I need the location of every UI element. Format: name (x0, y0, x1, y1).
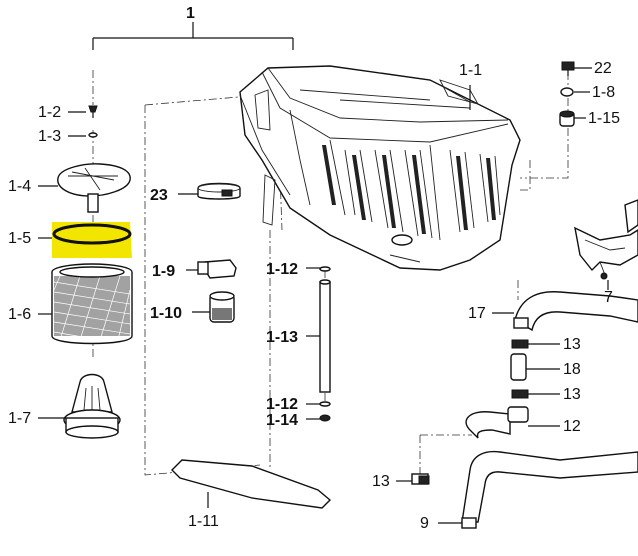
callout-1-12b: 1-12 (266, 396, 298, 413)
sponge-1-11 (171, 459, 332, 509)
callout-1-5: 1-5 (8, 230, 31, 247)
assembly-bracket: 1 (92, 5, 294, 50)
plug-1-10 (209, 291, 235, 323)
callout-1-2: 1-2 (38, 104, 61, 121)
callout-22: 22 (594, 60, 612, 77)
bolt-22 (561, 61, 575, 76)
callout-1-8: 1-8 (592, 84, 615, 101)
callout-13c: 13 (372, 473, 390, 490)
assembly-label: 1 (186, 5, 195, 22)
callout-13a: 13 (563, 336, 581, 353)
callout-1-3: 1-3 (38, 128, 61, 145)
callout-1-10: 1-10 (150, 305, 182, 322)
leader-lines (38, 67, 609, 524)
grommet-1-15 (559, 110, 575, 127)
callout-1-14: 1-14 (266, 412, 298, 429)
callout-1-13: 1-13 (266, 329, 298, 346)
highlight-box (52, 222, 132, 258)
callout-1-12a: 1-12 (266, 261, 298, 278)
callout-9: 9 (420, 515, 429, 532)
collar-1-8 (560, 87, 574, 97)
callout-labels: 1-1 1-2 1-3 1-4 1-5 1-6 1-7 23 1-9 1-10 … (8, 60, 620, 532)
callout-12: 12 (563, 418, 581, 435)
callout-1-15: 1-15 (588, 110, 620, 127)
washer-1-3 (88, 132, 98, 138)
callout-1-4: 1-4 (8, 178, 31, 195)
element-cover-1-4 (57, 163, 131, 213)
callout-17: 17 (468, 305, 486, 322)
callout-1-1: 1-1 (459, 62, 482, 79)
callout-1-7: 1-7 (8, 410, 31, 427)
mounting-bracket (574, 199, 638, 280)
clamp-23 (197, 182, 241, 200)
reference-lines (92, 70, 569, 525)
callout-7: 7 (604, 289, 613, 306)
screw-1-2 (88, 105, 98, 118)
filter-holder-1-7 (63, 373, 121, 439)
callout-13b: 13 (563, 386, 581, 403)
callout-1-11: 1-11 (188, 513, 219, 530)
clip-1-9 (197, 259, 237, 279)
callout-1-9: 1-9 (152, 263, 175, 280)
o-ring-1-5 (52, 222, 132, 258)
air-cleaner-case (239, 65, 521, 271)
callout-18: 18 (563, 361, 581, 378)
callout-1-6: 1-6 (8, 306, 31, 323)
callout-23: 23 (150, 187, 168, 204)
air-filter-element-1-6 (51, 263, 133, 345)
drain-hoses (411, 291, 638, 529)
